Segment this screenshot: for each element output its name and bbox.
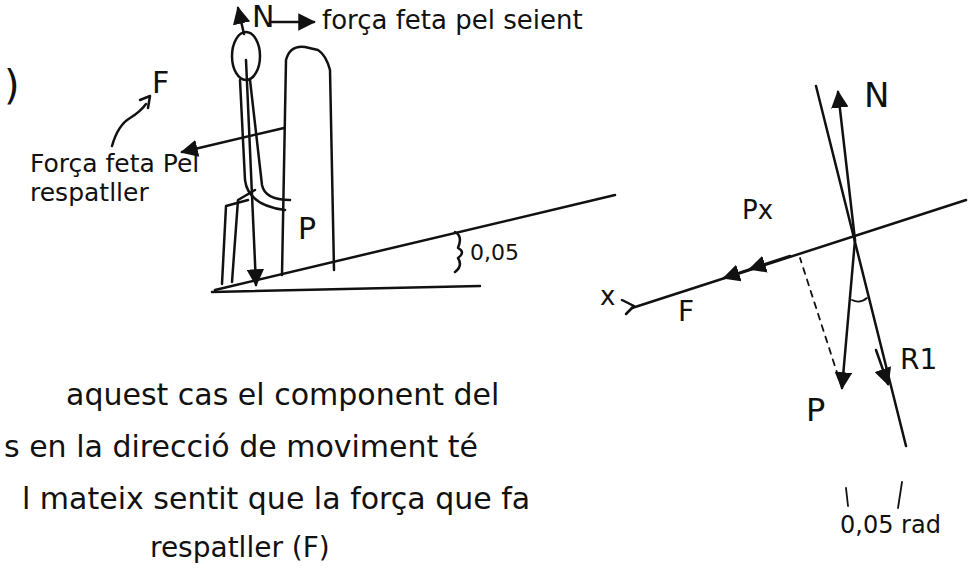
note: força feta pel seient <box>322 6 583 36</box>
force-label: P <box>298 212 316 247</box>
force-arrow <box>182 128 284 152</box>
note: Força feta Pel respatller <box>30 150 200 208</box>
force-label: N <box>252 0 274 35</box>
axis-arrow <box>622 300 634 314</box>
torso <box>250 80 290 200</box>
force-arrow <box>876 350 888 384</box>
angle-label: 0,05 <box>470 240 519 265</box>
angle-tick <box>846 482 902 508</box>
leader-head <box>140 96 150 108</box>
axis-line <box>632 200 966 308</box>
force-label: F <box>152 66 169 101</box>
force-arrow <box>750 256 790 269</box>
note: l mateix sentit que la força que fa <box>22 482 530 517</box>
force-label: P <box>806 392 825 429</box>
angle-arc <box>852 298 867 302</box>
seat-back <box>282 47 334 275</box>
force-label: N <box>864 76 889 115</box>
angle-brace <box>455 232 462 272</box>
force-label: F <box>678 296 694 328</box>
note: s en la direcció de moviment té <box>4 430 478 465</box>
note: aquest cas el component del <box>66 378 499 413</box>
force-arrow <box>838 92 855 240</box>
force-label: Px <box>742 196 773 226</box>
angle-label: 0,05 rad <box>840 512 941 540</box>
force-arrow <box>238 8 244 34</box>
force-label: R1 <box>900 344 937 376</box>
force-arrow <box>246 60 256 285</box>
note: respatller (F) <box>150 532 330 564</box>
force-arrow <box>842 240 855 388</box>
part-label: ) <box>4 62 20 108</box>
leader-line <box>112 104 146 146</box>
projection-line <box>800 258 842 388</box>
normal-line <box>816 86 906 446</box>
ground-line <box>212 286 480 292</box>
leg <box>222 200 248 284</box>
pointer-arrow <box>272 21 314 24</box>
axis-label: x <box>600 282 615 312</box>
